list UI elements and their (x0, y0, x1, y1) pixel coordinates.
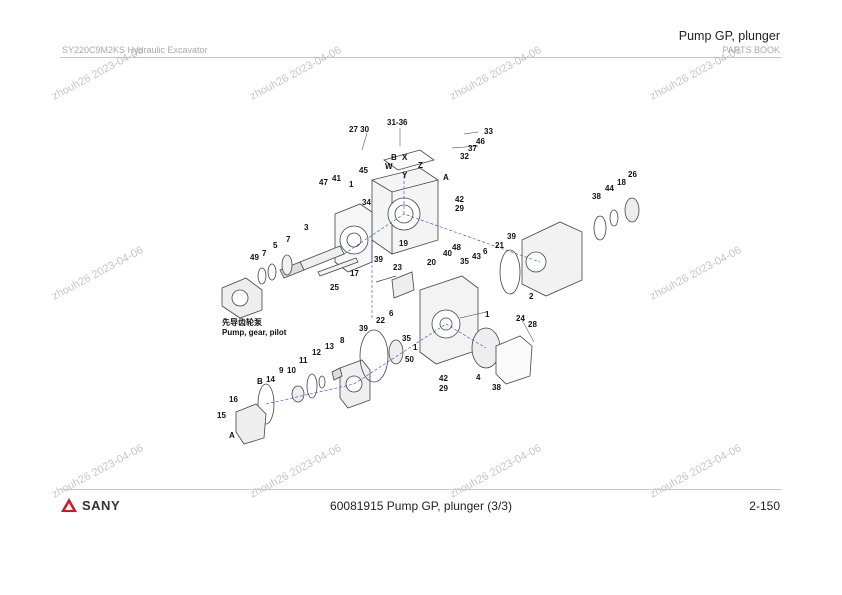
callout-Y: Y (402, 171, 408, 180)
callout-A-upper: A (443, 173, 449, 182)
callout-3: 3 (304, 223, 309, 232)
header-divider (60, 57, 782, 58)
callout-38-lower: 38 (492, 383, 501, 392)
callout-41: 41 (332, 174, 341, 183)
callout-47: 47 (319, 178, 328, 187)
callout-20: 20 (427, 258, 436, 267)
callout-37: 37 (468, 144, 477, 153)
sany-logo-icon (61, 498, 77, 512)
callout-27-30: 27 30 (349, 125, 370, 134)
callout-39-mid: 39 (507, 232, 516, 241)
callout-29-lower: 29 (439, 384, 448, 393)
callout-2: 2 (529, 292, 534, 301)
callout-7-upper: 7 (286, 235, 291, 244)
pilot-gear-pump-drawing (221, 277, 263, 319)
callout-numbers: 31-36 27 30 33 46 37 32 B X W Y Z A 45 4… (217, 118, 637, 440)
callout-32: 32 (460, 152, 469, 161)
callout-25: 25 (330, 283, 339, 292)
callout-7-lower: 7 (262, 249, 267, 258)
callout-A-lower: A (229, 431, 235, 440)
page-number: 2-150 (749, 499, 780, 513)
brand-name: SANY (82, 497, 121, 513)
sany-logo: SANY (60, 496, 120, 514)
callout-35-lower: 35 (402, 334, 411, 343)
callout-8: 8 (340, 336, 345, 345)
callout-17: 17 (350, 269, 359, 278)
callout-31-36: 31-36 (387, 118, 408, 127)
page-title: Pump GP, plunger (678, 29, 780, 43)
callout-26: 26 (628, 170, 637, 179)
callout-1-top: 1 (349, 180, 354, 189)
callout-39-top: 39 (374, 255, 383, 264)
callout-50: 50 (405, 355, 414, 364)
callout-38-top: 38 (592, 192, 601, 201)
callout-1-mid: 1 (485, 310, 490, 319)
callout-6-mid: 6 (483, 247, 488, 256)
callout-10: 10 (287, 366, 296, 375)
callout-22: 22 (376, 316, 385, 325)
callout-42-lower: 42 (439, 374, 448, 383)
machine-model: SY220C9M2KS Hydraulic Excavator (62, 45, 208, 55)
gasket-drawing (499, 249, 521, 295)
callout-B-upper: B (391, 153, 397, 162)
pilot-pump-label-en: Pump, gear, pilot (222, 328, 287, 337)
callout-48: 48 (452, 243, 461, 252)
callout-13: 13 (325, 342, 334, 351)
callout-X: X (402, 153, 408, 162)
callout-39-lower: 39 (359, 324, 368, 333)
callout-11: 11 (299, 356, 308, 365)
callout-46: 46 (476, 137, 485, 146)
ring-drawing (257, 267, 267, 285)
callout-42-top: 42 (455, 195, 464, 204)
callout-19: 19 (399, 239, 408, 248)
callout-24: 24 (516, 314, 525, 323)
callout-44: 44 (605, 184, 614, 193)
callout-29-top: 29 (455, 204, 464, 213)
callout-21: 21 (495, 241, 504, 250)
callout-9: 9 (279, 366, 284, 375)
callout-45: 45 (359, 166, 368, 175)
callout-12: 12 (312, 348, 321, 357)
callout-B-lower: B (257, 377, 263, 386)
callout-49: 49 (250, 253, 259, 262)
callout-W: W (385, 162, 393, 171)
callout-35-mid: 35 (460, 257, 469, 266)
callout-Z: Z (418, 161, 423, 170)
book-name: PARTS BOOK (722, 45, 780, 55)
callout-1-lower: 1 (413, 343, 418, 352)
pilot-pump-label-cn: 先导齿轮泵 (222, 317, 262, 327)
callout-34: 34 (362, 198, 371, 207)
callout-33: 33 (484, 127, 493, 136)
callout-4: 4 (476, 373, 481, 382)
callout-14: 14 (266, 375, 275, 384)
callout-5: 5 (273, 241, 278, 250)
callout-28: 28 (528, 320, 537, 329)
callout-23: 23 (393, 263, 402, 272)
callout-40: 40 (443, 249, 452, 258)
bolt-drawing (317, 257, 359, 277)
end-cover-drawing (235, 403, 267, 445)
cylinder-block-drawing (339, 359, 371, 409)
footer-divider (60, 489, 782, 490)
callout-18: 18 (617, 178, 626, 187)
valve-block-drawing (419, 275, 479, 365)
regulator-drawing (521, 221, 583, 297)
callout-6-lower: 6 (389, 309, 394, 318)
figure-caption: 60081915 Pump GP, plunger (3/3) (330, 499, 512, 513)
end-plate-drawing (334, 203, 373, 273)
callout-15: 15 (217, 411, 226, 420)
callout-16: 16 (229, 395, 238, 404)
callout-43: 43 (472, 252, 481, 261)
